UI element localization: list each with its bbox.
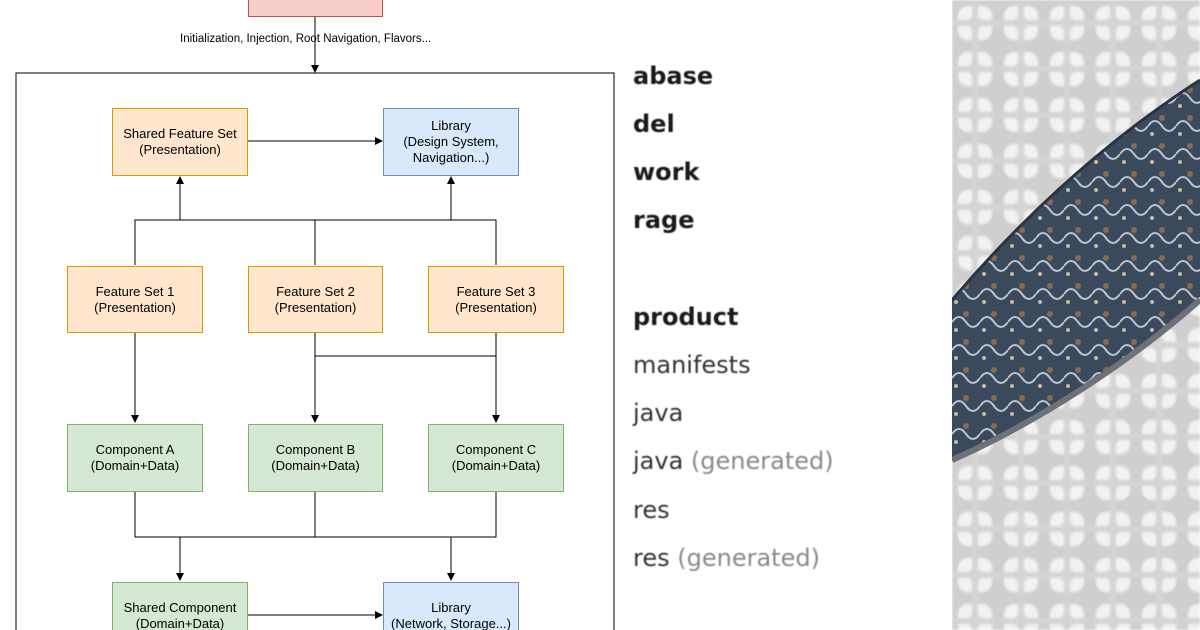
file-list-item-label: res — [633, 496, 670, 524]
library-top-node: Library (Design System, Navigation...) — [383, 108, 519, 176]
file-list-item-label: java — [633, 399, 684, 427]
file-list-item-label: abase — [633, 62, 714, 90]
file-list-item: java — [633, 399, 683, 427]
lattice-fabric-image — [952, 0, 1200, 630]
architecture-diagram: Initialization, Injection, Root Navigati… — [15, 0, 615, 630]
decorative-photo — [952, 0, 1200, 630]
file-list-item-suffix: (generated) — [669, 544, 820, 572]
file-list-item: rage — [633, 206, 695, 234]
top-edge-label: Initialization, Injection, Root Navigati… — [180, 33, 432, 45]
feature-set-3-node: Feature Set 3 (Presentation) — [428, 266, 564, 333]
file-list-item-label: manifests — [633, 351, 751, 379]
diagram-connectors — [15, 17, 615, 630]
shared-component-node: Shared Component (Domain+Data) — [112, 582, 248, 630]
file-list-item: res — [633, 496, 670, 524]
feature-set-2-node: Feature Set 2 (Presentation) — [248, 266, 383, 333]
file-list-item: product — [633, 303, 738, 331]
file-list-item-label: rage — [633, 206, 695, 234]
file-list-item: work — [633, 158, 699, 186]
module-container — [15, 72, 615, 630]
file-list-item-label: work — [633, 158, 700, 186]
library-bottom-node: Library (Network, Storage...) — [383, 582, 519, 630]
file-list-item: del — [633, 110, 675, 138]
file-list-item: res (generated) — [633, 544, 820, 572]
file-list-item-label: res — [633, 544, 670, 572]
shared-feature-set-node: Shared Feature Set (Presentation) — [112, 108, 248, 176]
feature-set-1-node: Feature Set 1 (Presentation) — [67, 266, 203, 333]
file-list-item-suffix: (generated) — [683, 447, 834, 475]
app-module-node — [248, 0, 383, 17]
file-list-item-label: java — [633, 447, 684, 475]
file-list-item: java (generated) — [633, 447, 834, 475]
file-list-item-label: product — [633, 303, 739, 331]
component-c-node: Component C (Domain+Data) — [428, 424, 564, 492]
component-b-node: Component B (Domain+Data) — [248, 424, 383, 492]
file-list-item: abase — [633, 62, 713, 90]
file-list-item-label: del — [633, 110, 675, 138]
file-list-item: manifests — [633, 351, 751, 379]
component-a-node: Component A (Domain+Data) — [67, 424, 203, 492]
